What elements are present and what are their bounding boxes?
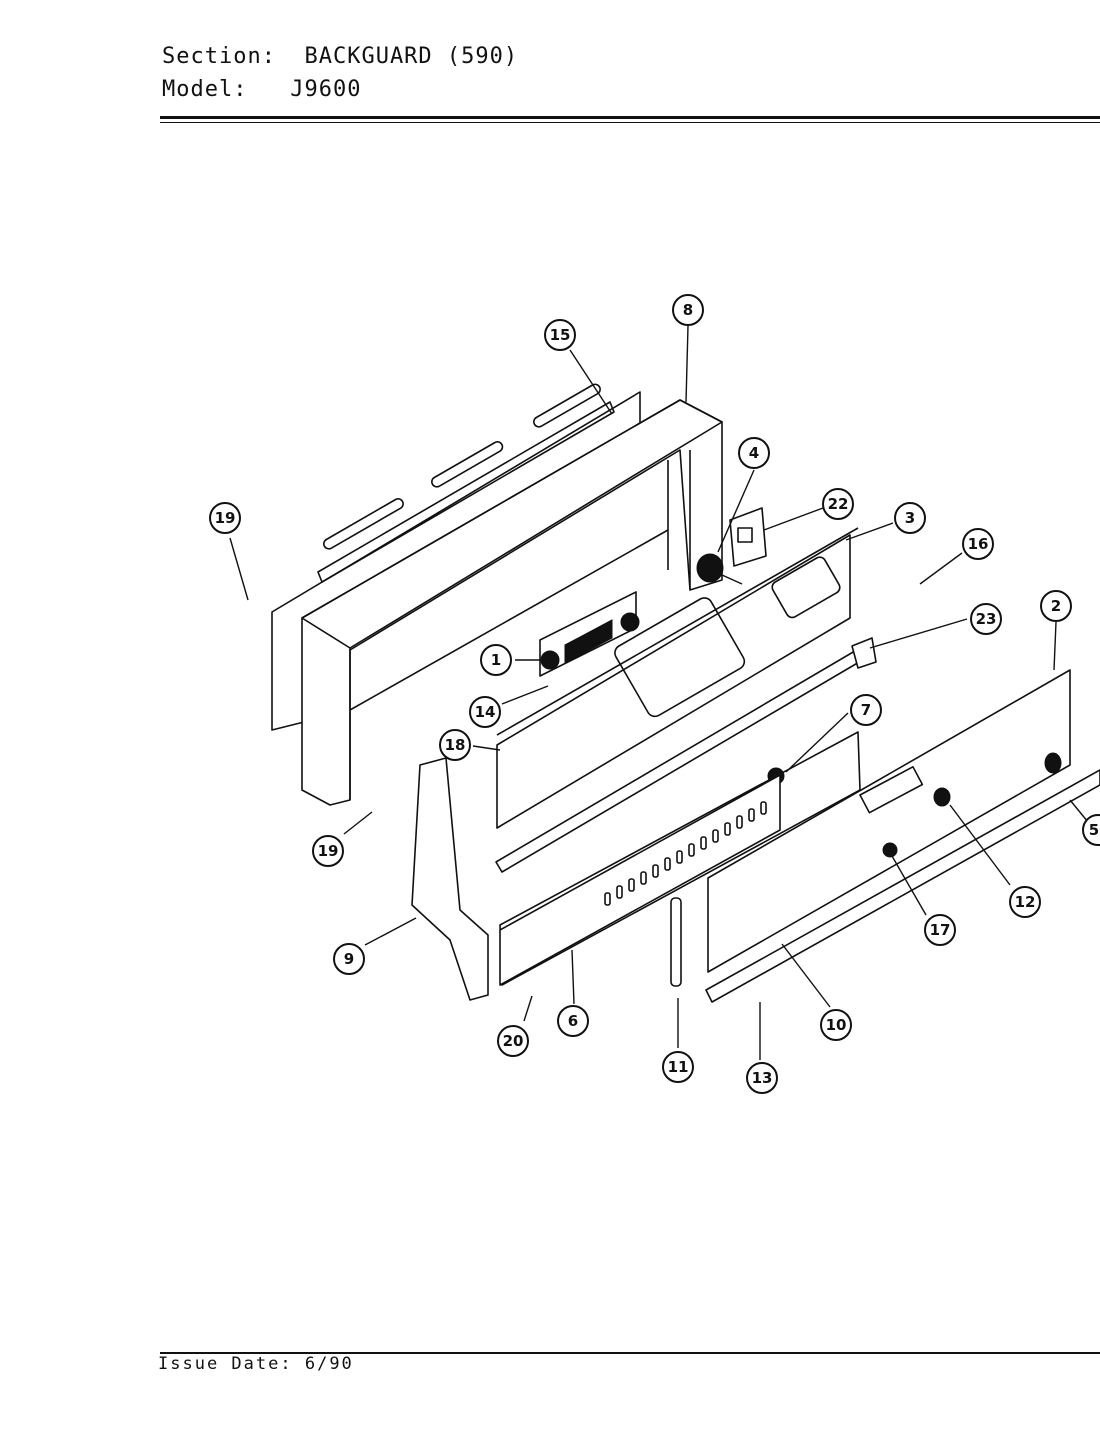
part-9-side-bracket (411, 757, 489, 1001)
part-6-vented-panel (499, 774, 781, 986)
svg-text:23: 23 (976, 610, 997, 628)
callout-16: 16 (962, 528, 994, 560)
svg-text:17: 17 (930, 921, 951, 939)
svg-text:6: 6 (568, 1012, 578, 1030)
part-4-switch (696, 553, 743, 585)
model-label: Model: (162, 77, 248, 102)
callout-23: 23 (970, 603, 1002, 635)
callout-11: 11 (662, 1051, 694, 1083)
callout-1: 1 (480, 644, 512, 676)
svg-text:7: 7 (861, 701, 871, 719)
svg-text:10: 10 (826, 1016, 847, 1034)
svg-text:11: 11 (668, 1058, 689, 1076)
svg-text:12: 12 (1015, 893, 1036, 911)
callout-10: 10 (820, 1009, 852, 1041)
callout-8: 8 (672, 294, 704, 326)
callout-7: 7 (850, 694, 882, 726)
svg-text:22: 22 (828, 495, 849, 513)
svg-text:19: 19 (318, 842, 339, 860)
part-22-bracket (729, 507, 767, 567)
svg-text:18: 18 (445, 736, 466, 754)
svg-text:2: 2 (1051, 597, 1061, 615)
part-3-control-panel (496, 527, 859, 829)
svg-text:3: 3 (905, 509, 915, 527)
svg-text:8: 8 (683, 301, 693, 319)
part-23-light-tube (495, 637, 877, 873)
svg-text:16: 16 (968, 535, 989, 553)
svg-text:13: 13 (752, 1069, 773, 1087)
part-11-rod (670, 897, 682, 987)
svg-text:20: 20 (503, 1032, 524, 1050)
callout-4: 4 (738, 437, 770, 469)
svg-text:9: 9 (344, 950, 354, 968)
header-rule-thin (160, 122, 1100, 123)
callout-6: 6 (557, 1005, 589, 1037)
issue-date: Issue Date: 6/90 (158, 1354, 354, 1374)
leader-lines (229, 325, 1089, 1060)
part-10-trim-strip (705, 769, 1100, 1003)
callout-3: 3 (894, 502, 926, 534)
callout-14: 14 (469, 696, 501, 728)
footer-rule (160, 1352, 1100, 1354)
callout-9: 9 (333, 943, 365, 975)
callout-20: 20 (497, 1025, 529, 1057)
callout-22: 22 (822, 488, 854, 520)
svg-text:4: 4 (749, 444, 759, 462)
issue-value: 6/90 (304, 1354, 354, 1374)
section-label: Section: (162, 44, 276, 69)
callout-13: 13 (746, 1062, 778, 1094)
callout-19-bottom: 19 (312, 835, 344, 867)
part-8-frame (301, 399, 723, 806)
callout-2: 2 (1040, 590, 1072, 622)
callout-18: 18 (439, 729, 471, 761)
callout-15: 15 (544, 319, 576, 351)
section-value: BACKGUARD (590) (304, 44, 519, 69)
callout-17: 17 (924, 914, 956, 946)
section-header: Section: BACKGUARD (590) (162, 44, 518, 69)
svg-text:14: 14 (475, 703, 496, 721)
callout-19-top: 19 (209, 502, 241, 534)
svg-text:15: 15 (550, 326, 571, 344)
callout-5: 5 (1082, 814, 1100, 846)
callout-12: 12 (1009, 886, 1041, 918)
issue-label: Issue Date: (158, 1354, 293, 1374)
svg-text:1: 1 (491, 651, 501, 669)
part-2-glass-panel (707, 669, 1071, 973)
model-header: Model: J9600 (162, 77, 361, 102)
part-1-clock-module (539, 591, 640, 677)
header-rule-thick (160, 116, 1100, 119)
svg-text:5: 5 (1089, 821, 1099, 839)
model-value: J9600 (290, 77, 362, 102)
svg-text:19: 19 (215, 509, 236, 527)
